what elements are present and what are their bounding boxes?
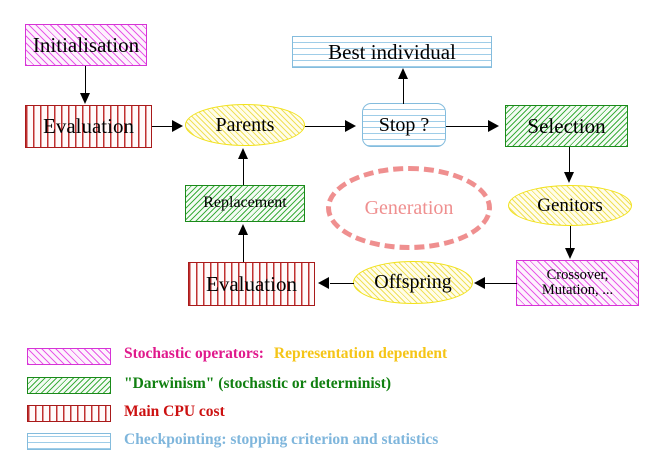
node-evaluation-top[interactable]: Evaluation: [25, 105, 152, 148]
edge-parents-stop-line: [305, 126, 347, 128]
node-selection[interactable]: Selection: [505, 105, 628, 147]
legend-label-main-cpu-cost: Main CPU cost: [124, 403, 225, 420]
legend-swatch-darwinism: [27, 377, 111, 394]
edge-offspring-evaluation-line: [330, 283, 354, 285]
legend-label-checkpointing: Checkpointing: stopping criterion and st…: [124, 431, 439, 448]
node-parents[interactable]: Parents: [185, 104, 305, 146]
edge-genitors-crossover-arrow: [565, 248, 575, 259]
edge-evaluation-replacement-line: [243, 232, 245, 262]
legend-label-representation-dependent: Representation dependent: [273, 345, 448, 362]
edge-crossover-offspring-arrow: [474, 277, 485, 289]
legend-label-stochastic-operators-part1: Stochastic operators:: [124, 345, 264, 362]
edge-replacement-parents-arrow: [238, 148, 248, 159]
node-offspring[interactable]: Offspring: [353, 261, 473, 304]
node-genitors[interactable]: Genitors: [508, 185, 632, 226]
edge-parents-stop-arrow: [345, 120, 356, 132]
legend-label-stochastic-operators: Stochastic operators: Representation depe…: [124, 345, 447, 363]
node-replacement[interactable]: Replacement: [185, 185, 305, 222]
edge-crossover-offspring-line: [485, 283, 517, 285]
edge-evaluation-parents-line: [152, 126, 174, 128]
node-generation: Generation: [326, 166, 492, 250]
edge-stop-selection-line: [446, 126, 490, 128]
node-stop[interactable]: Stop ?: [362, 103, 446, 147]
edge-replacement-parents-line: [243, 157, 245, 185]
node-evaluation-bottom[interactable]: Evaluation: [188, 262, 315, 306]
edge-stop-best-arrow: [398, 68, 408, 79]
legend-swatch-stochastic-operators: [27, 348, 111, 365]
legend-swatch-checkpointing: [27, 433, 111, 450]
legend-label-darwinism: "Darwinism" (stochastic or determinist): [124, 375, 392, 392]
legend-swatch-main-cpu-cost: [27, 405, 111, 422]
edge-evaluation-parents-arrow: [172, 120, 183, 132]
edge-genitors-crossover-line: [570, 226, 572, 250]
node-crossover-mutation[interactable]: Crossover, Mutation, ...: [516, 260, 639, 306]
edge-evaluation-replacement-arrow: [238, 224, 248, 235]
edge-offspring-evaluation-arrow: [318, 277, 329, 289]
edge-selection-genitors-arrow: [564, 172, 574, 183]
node-initialisation[interactable]: Initialisation: [25, 24, 147, 66]
edge-initialisation-evaluation-line: [85, 66, 87, 96]
node-best-individual[interactable]: Best individual: [292, 36, 492, 68]
edge-initialisation-evaluation-arrow: [80, 93, 90, 104]
edge-stop-selection-arrow: [488, 120, 499, 132]
edge-selection-genitors-line: [569, 147, 571, 173]
edge-stop-best-line: [403, 76, 405, 104]
